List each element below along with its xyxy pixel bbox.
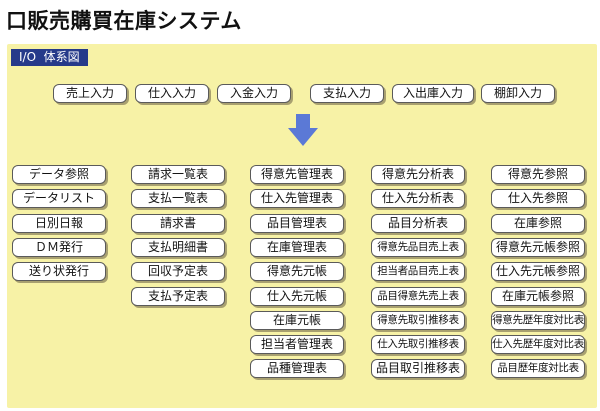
management-column-button[interactable]: 担当者管理表: [250, 335, 344, 354]
billing-column-button[interactable]: 支払一覧表: [131, 189, 225, 208]
reference-column-button[interactable]: 日別日報: [12, 214, 106, 233]
reference-column-button[interactable]: ＤＭ発行: [12, 238, 106, 257]
analysis-column-button[interactable]: 担当者品目売上表: [371, 262, 465, 281]
billing-column-button[interactable]: 請求一覧表: [131, 165, 225, 184]
billing-column-button[interactable]: 支払予定表: [131, 287, 225, 306]
comparison-column-button[interactable]: 在庫参照: [491, 214, 585, 233]
top-button-stock-io-entry[interactable]: 入出庫入力: [392, 84, 474, 103]
comparison-column-button[interactable]: 在庫元帳参照: [491, 287, 585, 306]
reference-column-button[interactable]: データ参照: [12, 165, 106, 184]
comparison-column-button[interactable]: 品目歴年度対比表: [491, 359, 585, 378]
analysis-column-button[interactable]: 仕入先取引推移表: [371, 335, 465, 354]
comparison-column-button[interactable]: 得意先参照: [491, 165, 585, 184]
top-button-payment-entry[interactable]: 支払入力: [310, 84, 384, 103]
comparison-column-button[interactable]: 仕入先歴年度対比表: [491, 335, 585, 354]
analysis-column-button[interactable]: 品目分析表: [371, 214, 465, 233]
management-column-button[interactable]: 品目管理表: [250, 214, 344, 233]
management-column-button[interactable]: 得意先元帳: [250, 262, 344, 281]
billing-column-button[interactable]: 回収予定表: [131, 262, 225, 281]
management-column-button[interactable]: 品種管理表: [250, 359, 344, 378]
comparison-column-button[interactable]: 仕入先参照: [491, 189, 585, 208]
reference-column-button[interactable]: データリスト: [12, 189, 106, 208]
top-button-receipt-entry[interactable]: 入金入力: [217, 84, 291, 103]
page-title: 口販売購買在庫システム: [6, 9, 242, 33]
management-column-button[interactable]: 仕入先元帳: [250, 287, 344, 306]
analysis-column-button[interactable]: 品目得意先売上表: [371, 287, 465, 306]
management-column-button[interactable]: 仕入先管理表: [250, 189, 344, 208]
management-column-button[interactable]: 在庫元帳: [250, 311, 344, 330]
analysis-column-button[interactable]: 仕入先分析表: [371, 189, 465, 208]
comparison-column-button[interactable]: 得意先歴年度対比表: [491, 311, 585, 330]
analysis-column-button[interactable]: 得意先分析表: [371, 165, 465, 184]
billing-column-button[interactable]: 請求書: [131, 214, 225, 233]
management-column-button[interactable]: 在庫管理表: [250, 238, 344, 257]
top-button-purchase-entry[interactable]: 仕入入力: [135, 84, 209, 103]
analysis-column-button[interactable]: 品目取引推移表: [371, 359, 465, 378]
analysis-column-button[interactable]: 得意先品目売上表: [371, 238, 465, 257]
down-arrow-icon: [288, 114, 318, 146]
comparison-column-button[interactable]: 得意先元帳参照: [491, 238, 585, 257]
io-diagram-panel: I/O 体系図 売上入力 仕入入力 入金入力 支払入力 入出庫入力 棚卸入力 デ…: [7, 44, 597, 408]
comparison-column-button[interactable]: 仕入先元帳参照: [491, 262, 585, 281]
management-column-button[interactable]: 得意先管理表: [250, 165, 344, 184]
io-diagram-label: I/O 体系図: [11, 49, 88, 66]
analysis-column-button[interactable]: 得意先取引推移表: [371, 311, 465, 330]
billing-column-button[interactable]: 支払明細書: [131, 238, 225, 257]
reference-column-button[interactable]: 送り状発行: [12, 262, 106, 281]
top-button-inventory-entry[interactable]: 棚卸入力: [481, 84, 555, 103]
top-button-sales-entry[interactable]: 売上入力: [53, 84, 127, 103]
